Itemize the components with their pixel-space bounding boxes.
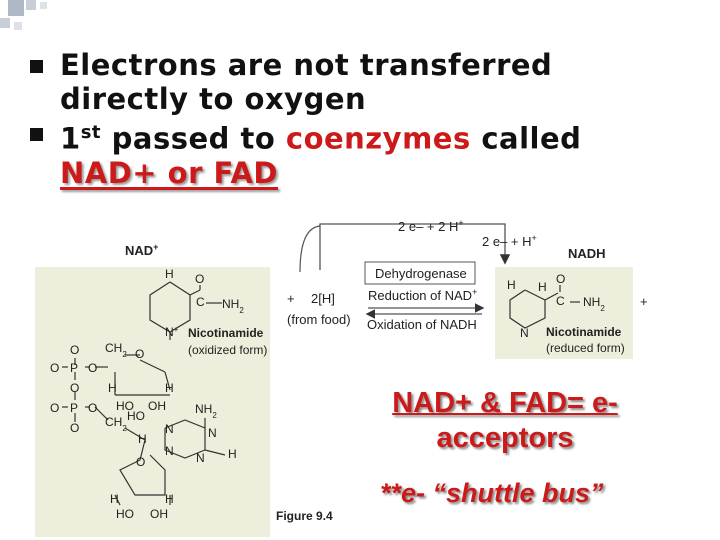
atom-p: P — [70, 401, 78, 415]
nadh-label: NADH — [568, 246, 606, 261]
right-electron-label: 2 e– + H+ — [482, 233, 537, 249]
atom-oh: OH — [150, 507, 168, 521]
atom-nh2: NH2 — [222, 297, 244, 315]
atom-o: O — [136, 455, 145, 469]
atom-o: O — [135, 347, 144, 361]
atom-ho: HO — [127, 409, 145, 423]
ordinal-number: 1 — [60, 121, 81, 156]
atom-nh2: NH2 — [195, 402, 217, 420]
nicotinamide-label: Nicotinamide — [546, 325, 622, 339]
atom-o: O — [50, 401, 59, 415]
reaction-arrow-top — [319, 223, 511, 270]
plus-sign: + — [287, 291, 295, 306]
atom-h: H — [228, 447, 237, 461]
atom-oh: OH — [148, 399, 166, 413]
two-h-label: 2[H] — [311, 291, 335, 306]
atom-o: O — [70, 421, 79, 435]
oxidized-form-label: (oxidized form) — [188, 343, 267, 357]
bullet-text: passed to — [101, 121, 286, 156]
atom-ch2: CH2 — [105, 341, 127, 359]
bullet-text: directly to oxygen — [60, 82, 367, 116]
nicotinamide-structure — [62, 281, 226, 506]
from-food-label: (from food) — [287, 312, 351, 327]
plus-sign: + — [640, 294, 648, 309]
atom-nh2: NH2 — [583, 295, 605, 313]
atom-ho: HO — [116, 507, 134, 521]
atom-p: P — [70, 361, 78, 375]
oxidized-panel — [35, 267, 270, 537]
atom-h: H — [138, 432, 147, 446]
enzyme-box — [364, 261, 476, 285]
oxidation-label: Oxidation of NADH — [367, 317, 477, 332]
atom-n: N — [165, 422, 174, 436]
reduced-panel — [495, 267, 633, 359]
shuttle-bus-callout: **e- “shuttle bus” — [380, 478, 604, 508]
highlight-term: coenzymes — [285, 121, 471, 156]
atom-h: H — [108, 381, 117, 395]
figure-caption: Figure 9.4 — [276, 509, 333, 523]
atom-h: H — [507, 278, 516, 292]
nicotinamide-label: Nicotinamide — [188, 326, 264, 340]
emphasis-term: NAD+ or FAD — [60, 155, 279, 190]
bullet-item: Electrons are not transferred directly t… — [28, 48, 708, 116]
atom-h: H — [110, 492, 119, 506]
atom-ch2: CH2 — [105, 415, 127, 433]
reduction-label: Reduction of NAD+ — [368, 287, 477, 303]
atom-n: N — [520, 326, 529, 340]
corner-decoration — [0, 0, 47, 30]
enzyme-label: Dehydrogenase — [375, 266, 467, 281]
reduced-form-label: (reduced form) — [546, 341, 625, 355]
atom-ho: HO — [116, 399, 134, 413]
atom-n-plus: N+ — [165, 325, 179, 340]
callout-line: acceptors — [436, 422, 574, 454]
atom-o: O — [195, 272, 204, 286]
atom-o: O — [70, 381, 79, 395]
atom-o: O — [556, 272, 565, 286]
atom-c: C — [556, 294, 565, 308]
bullet-text: called — [470, 121, 582, 156]
atom-h: H — [538, 280, 547, 294]
bullet-square-icon — [30, 60, 43, 73]
atom-h: H — [165, 492, 174, 506]
bullet-text: Electrons are not transferred — [60, 48, 553, 82]
atom-o: O — [88, 401, 97, 415]
atom-n: N — [165, 444, 174, 458]
nad-label: NAD+ — [125, 242, 158, 258]
atom-h: H — [165, 381, 174, 395]
atom-c: C — [196, 295, 205, 309]
atom-h: H — [165, 267, 174, 281]
bullet-list: Electrons are not transferred directly t… — [28, 48, 708, 190]
atom-o: O — [88, 361, 97, 375]
acceptors-callout: NAD+ & FAD= e- acceptors — [375, 386, 635, 456]
atom-o: O — [70, 343, 79, 357]
top-electron-label: 2 e– + 2 H+ — [398, 218, 464, 234]
ordinal-suffix: st — [80, 122, 102, 143]
bullet-square-icon — [30, 128, 43, 141]
atom-n: N — [208, 426, 217, 440]
atom-n: N — [196, 451, 205, 465]
callout-line: NAD+ & FAD= e- — [392, 387, 618, 419]
atom-o: O — [50, 361, 59, 375]
reduced-nicotinamide-structure — [509, 285, 580, 329]
bullet-item: 1st passed to coenzymes called NAD+ or F… — [28, 116, 708, 190]
